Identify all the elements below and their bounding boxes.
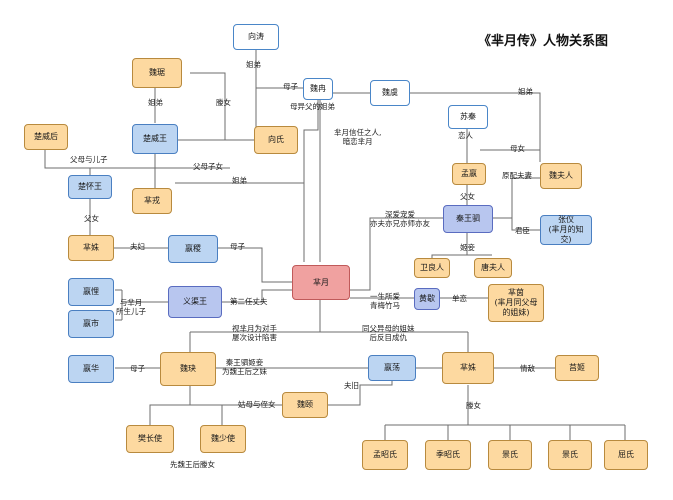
label-jun-chen: 君臣 [515, 226, 530, 235]
node-xiang-tao: 向涛 [233, 24, 279, 50]
node-meng-zhao-shi: 孟昭氏 [362, 440, 408, 470]
node-wei-ran: 魏冉 [303, 78, 333, 100]
node-mi-yue: 芈月 [292, 265, 350, 300]
node-ju-ji: 莒姬 [555, 355, 599, 381]
label-fu-jiu: 夫旧 [344, 381, 359, 390]
node-ji-zhao-shi: 季昭氏 [425, 440, 471, 470]
node-mi-yin: 芈茵 (芈月同父母 的姐妹) [488, 284, 544, 322]
node-zhang-yi: 张仪 (芈月的知交) [540, 215, 592, 245]
label-shi-mi-yue: 视芈月为对手 屡次设计陷害 [232, 324, 277, 342]
node-wei-shao-shi: 魏少使 [200, 425, 246, 453]
label-mu-nv: 母女 [510, 144, 525, 153]
label-fu-nv-2: 父女 [84, 214, 99, 223]
node-huang-xie: 黄歇 [414, 288, 440, 310]
label-jie-di-2: 姐弟 [518, 87, 533, 96]
node-ying-ji: 嬴稷 [168, 235, 218, 263]
label-ying-nv: 媵女 [216, 98, 231, 107]
node-qin-wang-si: 秦王驷 [443, 205, 493, 233]
label-jie-di: 姐弟 [148, 98, 163, 107]
node-tang-furen: 唐夫人 [474, 258, 512, 278]
node-chu-wei-wang: 楚威王 [132, 124, 178, 154]
node-ying-hua: 嬴华 [68, 355, 114, 383]
node-fan-chang-shi: 樊长使 [126, 425, 174, 453]
node-xiang-shi: 向氏 [254, 126, 298, 154]
label-lian-ren: 恋人 [458, 131, 473, 140]
label-fu-fu: 夫妇 [130, 242, 145, 251]
node-ying-dang: 嬴荡 [368, 355, 416, 381]
label-mu-zi: 母子 [283, 82, 298, 91]
label-yi-sheng-suo-ai: 一生所爱 青梅竹马 [370, 292, 400, 310]
node-jing-shi-2: 景氏 [548, 440, 592, 470]
label-mu-zi-2: 母子 [230, 242, 245, 251]
label-mu-zi-3: 母子 [130, 364, 145, 373]
label-yu-mi-yue: 与芈月 所生儿子 [116, 298, 146, 316]
label-mu-yi: 母异父的姐弟 [290, 102, 335, 111]
node-mi-rong: 芈戎 [132, 188, 172, 214]
node-wei-yi: 魏颐 [282, 392, 328, 418]
node-ying-li: 嬴悝 [68, 278, 114, 306]
node-ying-shi: 嬴市 [68, 310, 114, 338]
diagram-title: 《芈月传》人物关系图 [478, 34, 609, 49]
node-mi-shu: 芈姝 [68, 235, 114, 261]
node-chu-wei-hou: 楚威后 [24, 124, 68, 150]
label-ji-qie: 姬妾 [460, 243, 475, 252]
label-qin-wang-si-ji-qie: 秦王驷姬妾 为魏王后之妹 [222, 358, 267, 376]
node-jing-shi: 景氏 [488, 440, 532, 470]
label-ying-nv-2: 媵女 [466, 401, 481, 410]
node-chu-huai-wang: 楚怀王 [68, 175, 112, 199]
label-dan-lian: 单恋 [452, 294, 467, 303]
label-fu-mu-yu-er-zi: 父母与儿子 [70, 155, 108, 164]
label-gu-mu-yu-zhi-nv: 姑母与侄女 [238, 400, 276, 409]
node-wei-furen: 魏夫人 [540, 163, 582, 189]
label-tong-fu-yi-mu: 同父异母的姐妹 后反目成仇 [362, 324, 415, 342]
label-shen-ai: 深爱宠爱 亦夫亦兄亦师亦友 [370, 210, 430, 228]
label-yuan-pei-fu-qi: 原配夫妻 [502, 171, 532, 180]
node-su-qin: 苏秦 [448, 105, 488, 129]
label-mi-yue-xin-ren: 芈月信任之人, 暗恋芈月 [334, 128, 382, 146]
label-di-er-ren: 第二任丈夫 [230, 297, 268, 306]
node-wei-jue: 魏玦 [160, 352, 216, 386]
node-wei-yu: 魏虞 [370, 80, 410, 106]
label-jie-di-3: 姐弟 [232, 176, 247, 185]
node-wei-ju: 魏琚 [132, 58, 182, 88]
label-chuan-qing: 情敌 [520, 364, 535, 373]
label-fu-mu-nv: 父母子女 [193, 162, 223, 171]
node-mi-shu-2: 芈姝 [442, 352, 494, 384]
node-qu-shi: 屈氏 [604, 440, 648, 470]
label-zu-di: 姐弟 [246, 60, 261, 69]
node-meng-ying: 孟嬴 [452, 163, 486, 185]
node-yi-qu-wang: 义渠王 [168, 286, 222, 318]
label-fu-nv: 父女 [460, 192, 475, 201]
node-wei-liang-ren: 卫良人 [414, 258, 450, 278]
label-xian-wei-wang-hou: 先魏王后媵女 [170, 460, 215, 469]
